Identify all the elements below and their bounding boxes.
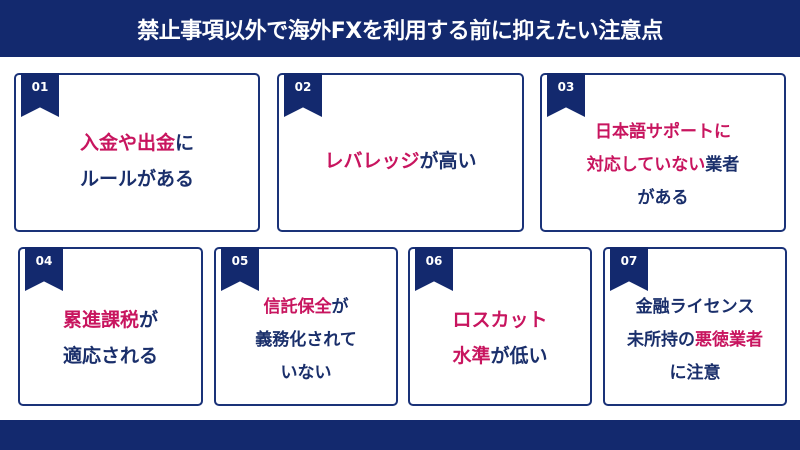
- page-title: 禁止事項以外で海外FXを利用する前に抑えたい注意点: [137, 18, 663, 44]
- ribbon-badge-icon: 07: [610, 247, 648, 291]
- card-text: レバレッジが高い: [279, 91, 522, 230]
- card-number: 03: [557, 80, 575, 94]
- caution-card-02: 02 レバレッジが高い: [277, 73, 524, 232]
- card-number: 04: [35, 254, 53, 268]
- card-text: ロスカット 水準が低い: [410, 271, 590, 404]
- footer-band: [0, 420, 800, 450]
- highlight-text: 信託保全: [263, 297, 332, 317]
- card-text: 累進課税が 適応される: [20, 271, 201, 404]
- card-text: 日本語サポートに 対応していない業者 がある: [542, 101, 784, 230]
- caution-card-06: 06 ロスカット 水準が低い: [408, 247, 592, 406]
- highlight-text: 累進課税: [62, 308, 139, 331]
- highlight-text: 悪徳業者: [695, 330, 763, 350]
- card-line: 適応される: [63, 338, 158, 374]
- highlight-text: 対応していない: [586, 155, 706, 175]
- caution-card-07: 07 金融ライセンス 未所持の悪徳業者 に注意: [603, 247, 787, 406]
- card-number: 06: [425, 254, 443, 268]
- normal-text: ルールがある: [79, 167, 194, 190]
- caution-card-05: 05 信託保全が 義務化されて いない: [214, 247, 398, 406]
- highlight-text: レバレッジ: [324, 149, 420, 172]
- card-line: 信託保全が: [264, 291, 349, 324]
- normal-text: が: [139, 308, 159, 331]
- card-line: ロスカット: [452, 302, 547, 338]
- card-number: 01: [31, 80, 49, 94]
- normal-text: 未所持の: [627, 330, 695, 350]
- caution-card-01: 01 入金や出金に ルールがある: [14, 73, 260, 232]
- card-line: 義務化されて: [255, 324, 357, 357]
- normal-text: 適応される: [62, 344, 158, 367]
- normal-text: 義務化されて: [255, 330, 357, 350]
- card-line: ルールがある: [80, 161, 194, 197]
- normal-text: が高い: [419, 149, 477, 172]
- normal-text: 業者: [705, 155, 740, 175]
- card-line: 未所持の悪徳業者: [627, 324, 763, 357]
- header-banner: 禁止事項以外で海外FXを利用する前に抑えたい注意点: [0, 0, 800, 57]
- card-line: 水準が低い: [452, 338, 547, 374]
- normal-text: がある: [637, 188, 689, 208]
- normal-text: が: [331, 297, 349, 317]
- normal-text: いない: [280, 363, 332, 383]
- card-text: 金融ライセンス 未所持の悪徳業者 に注意: [605, 277, 785, 404]
- card-line: 金融ライセンス: [636, 291, 755, 324]
- card-text: 信託保全が 義務化されて いない: [216, 277, 396, 404]
- card-line: レバレッジが高い: [324, 143, 476, 179]
- highlight-text: 日本語サポートに: [595, 122, 731, 142]
- normal-text: が低い: [490, 344, 548, 367]
- card-line: いない: [281, 357, 332, 390]
- card-number: 07: [620, 254, 638, 268]
- caution-card-03: 03 日本語サポートに 対応していない業者 がある: [540, 73, 786, 232]
- normal-text: に: [175, 131, 195, 154]
- card-line: 日本語サポートに: [595, 116, 731, 149]
- card-line: に注意: [670, 357, 721, 390]
- card-text: 入金や出金に ルールがある: [16, 91, 258, 230]
- card-number: 05: [231, 254, 249, 268]
- card-number: 02: [294, 80, 312, 94]
- card-line: 累進課税が: [63, 302, 158, 338]
- normal-text: に注意: [669, 363, 721, 383]
- card-line: 対応していない業者: [587, 149, 740, 182]
- highlight-text: 入金や出金: [79, 131, 175, 154]
- card-line: 入金や出金に: [80, 125, 194, 161]
- highlight-text: 水準: [452, 344, 491, 367]
- highlight-text: ロスカット: [452, 308, 548, 331]
- card-line: がある: [638, 182, 689, 215]
- normal-text: 金融ライセンス: [635, 297, 755, 317]
- caution-card-04: 04 累進課税が 適応される: [18, 247, 203, 406]
